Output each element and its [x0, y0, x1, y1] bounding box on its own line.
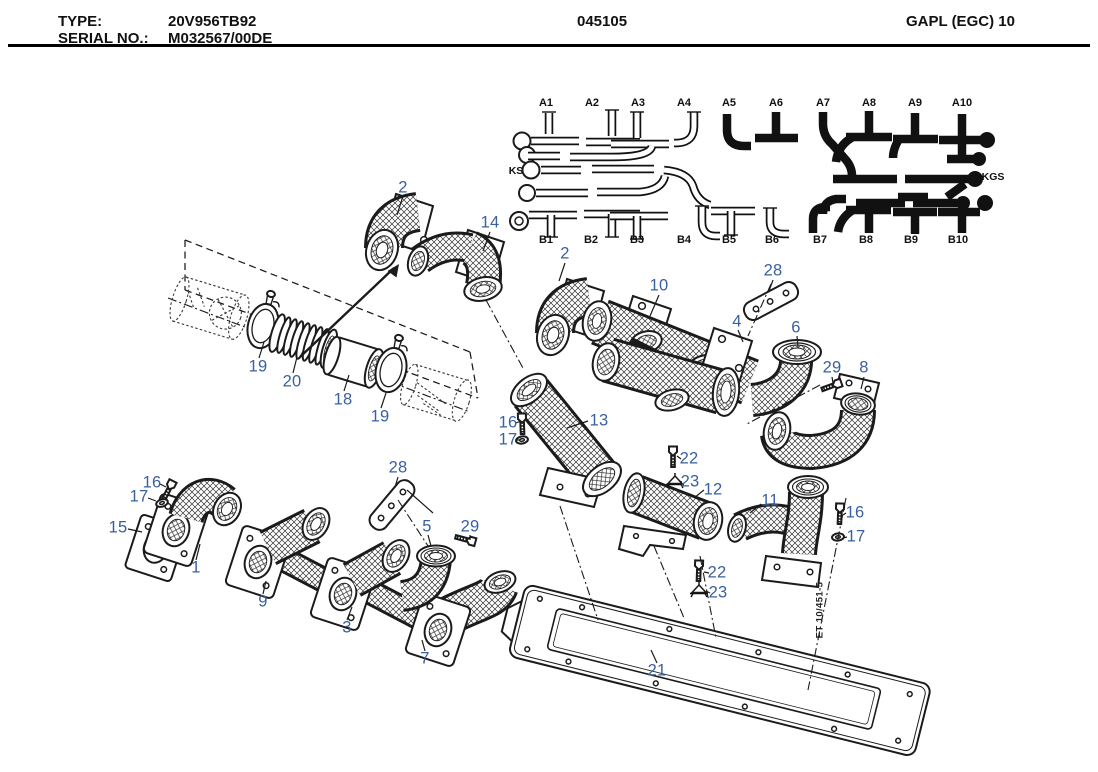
fitting-a4: [674, 111, 701, 148]
fitting-a2: [586, 109, 640, 147]
fitting-b10: [938, 180, 993, 233]
assembly-arrow: [299, 267, 395, 358]
fitting-pipes-ks-side: [518, 144, 712, 210]
fitting-b6: [763, 207, 789, 239]
serial-label: SERIAL NO.:: [58, 30, 149, 47]
clip-23-upper: [665, 472, 685, 489]
fitting-a10: [939, 114, 995, 166]
bolt-22-upper: [668, 445, 678, 468]
bolt-16-mid: [516, 412, 528, 436]
fitting-a8: [831, 111, 892, 163]
part-7-section: [403, 570, 518, 669]
serial-value: M032567/00DE: [168, 30, 273, 47]
fitting-a6: [755, 112, 798, 143]
part-6-elbow: [749, 339, 822, 417]
part-11-outlet-pipe: [727, 475, 829, 589]
fitting-b3: [610, 211, 668, 240]
fitting-b1: [509, 210, 577, 238]
ghost-pipe-right: [399, 363, 472, 422]
catalog-ref: GAPL (EGC) 10: [906, 13, 1015, 30]
part-3-section: [308, 539, 427, 633]
clamp-assembly-group: [167, 239, 479, 422]
ghost-pipe-left: [169, 276, 250, 340]
type-label: TYPE:: [58, 13, 103, 30]
fitting-a9: [888, 113, 938, 159]
fittings-chart: [509, 109, 995, 241]
header-divider: [8, 44, 1090, 47]
fitting-a1: [512, 111, 579, 164]
part-28-bracket-upper: [742, 280, 800, 322]
part-13-riser-pipe: [510, 372, 622, 509]
part-1-elbow: [141, 478, 242, 569]
part-14-tee: [406, 228, 506, 302]
bolt-29-lower: [453, 531, 478, 548]
part-5-elbow: [399, 544, 456, 612]
part-4-manifold: [591, 326, 754, 417]
fitting-a5: [722, 114, 751, 151]
part-12-spacer-pipe: [617, 472, 724, 558]
part-21-base-plate: [500, 584, 931, 757]
center-lines: [397, 283, 847, 691]
fitting-b8: [833, 205, 891, 233]
type-value: 20V956TB92: [168, 13, 257, 30]
leader-lines: [127, 195, 865, 664]
part-8-return-bend: [760, 372, 881, 471]
part-9-section: [223, 507, 342, 601]
fitting-b9: [893, 192, 937, 234]
part-19-clamp-right: [370, 330, 416, 397]
part-28-bracket-lower: [368, 479, 416, 531]
doc-number: 045105: [577, 13, 628, 30]
fitting-b7: [808, 202, 830, 233]
bolt-16-right: [834, 502, 846, 526]
clip-23-lower: [689, 581, 709, 598]
fitting-b5: [711, 206, 755, 236]
fitting-b4: [695, 205, 720, 241]
fitting-a3: [611, 111, 669, 149]
